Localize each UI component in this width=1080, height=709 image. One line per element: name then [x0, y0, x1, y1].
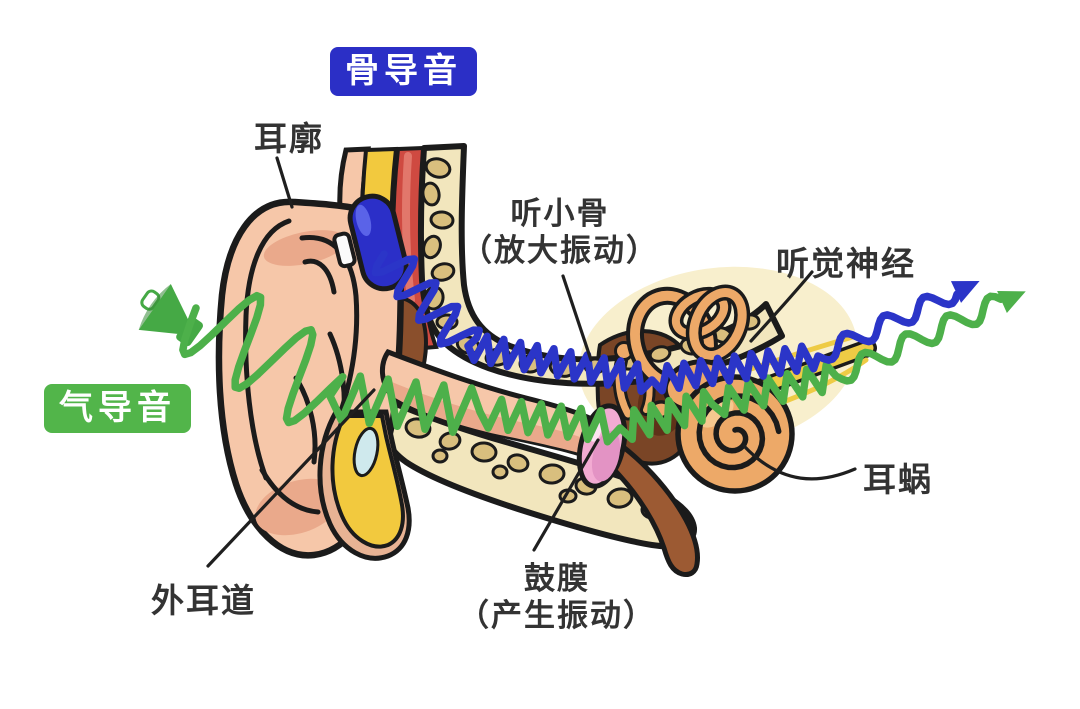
bone-pebble [491, 464, 509, 480]
cochlea-callout-line [742, 444, 857, 481]
bone-pebble [470, 441, 498, 463]
bone-pebble [648, 345, 672, 363]
bone-pebble [538, 463, 566, 485]
bone-pebble [431, 448, 449, 464]
ear-canal-label: 外耳道 [151, 581, 256, 620]
air-conduction-badge: 气导音 [44, 384, 191, 434]
eardrum-label-line1: 鼓膜 [524, 561, 590, 597]
bone-conduction-wave [371, 250, 961, 395]
bone-pebble [424, 157, 452, 179]
bone-pebble [429, 210, 455, 230]
ear-canal-callout-line [206, 388, 376, 568]
auditory-nerve-label: 听觉神经 [776, 244, 916, 283]
auditory-nerve-callout-line [749, 270, 814, 343]
bone-pebble [506, 453, 530, 473]
eardrum-callout-line [532, 438, 600, 552]
air-conduction-wave-arrowhead [997, 291, 1026, 313]
cochlea-label: 耳蜗 [863, 460, 933, 499]
auricle-callout-line [275, 156, 294, 209]
bone-band-upper [417, 143, 785, 387]
ossicles-label-line1: 听小骨 [510, 196, 610, 232]
bone-conduction-badge: 骨导音 [330, 47, 477, 97]
ossicles-label: 听小骨 （放大振动） [400, 196, 720, 270]
ossicles-callout-line [561, 274, 593, 362]
eustachian-tube [595, 443, 700, 577]
bone-pebble [421, 181, 441, 207]
ossicles-label-line2: （放大振动） [461, 233, 659, 269]
bone-pebble [606, 487, 634, 509]
bone-pebble [422, 234, 442, 260]
bone-pebble [430, 262, 456, 282]
eardrum-label-line2: （产生振动） [458, 598, 656, 634]
bone-conduction-wave-arrowhead [950, 281, 980, 303]
auricle-label: 耳廓 [254, 119, 324, 158]
air-conduction-wave [179, 291, 1005, 446]
callout-lines [206, 156, 857, 568]
ear-cartilage-wedge [317, 409, 412, 561]
bone-pebble [438, 431, 462, 451]
sound-waves [179, 250, 1026, 446]
eardrum-label: 鼓膜 （产生振动） [397, 561, 717, 635]
